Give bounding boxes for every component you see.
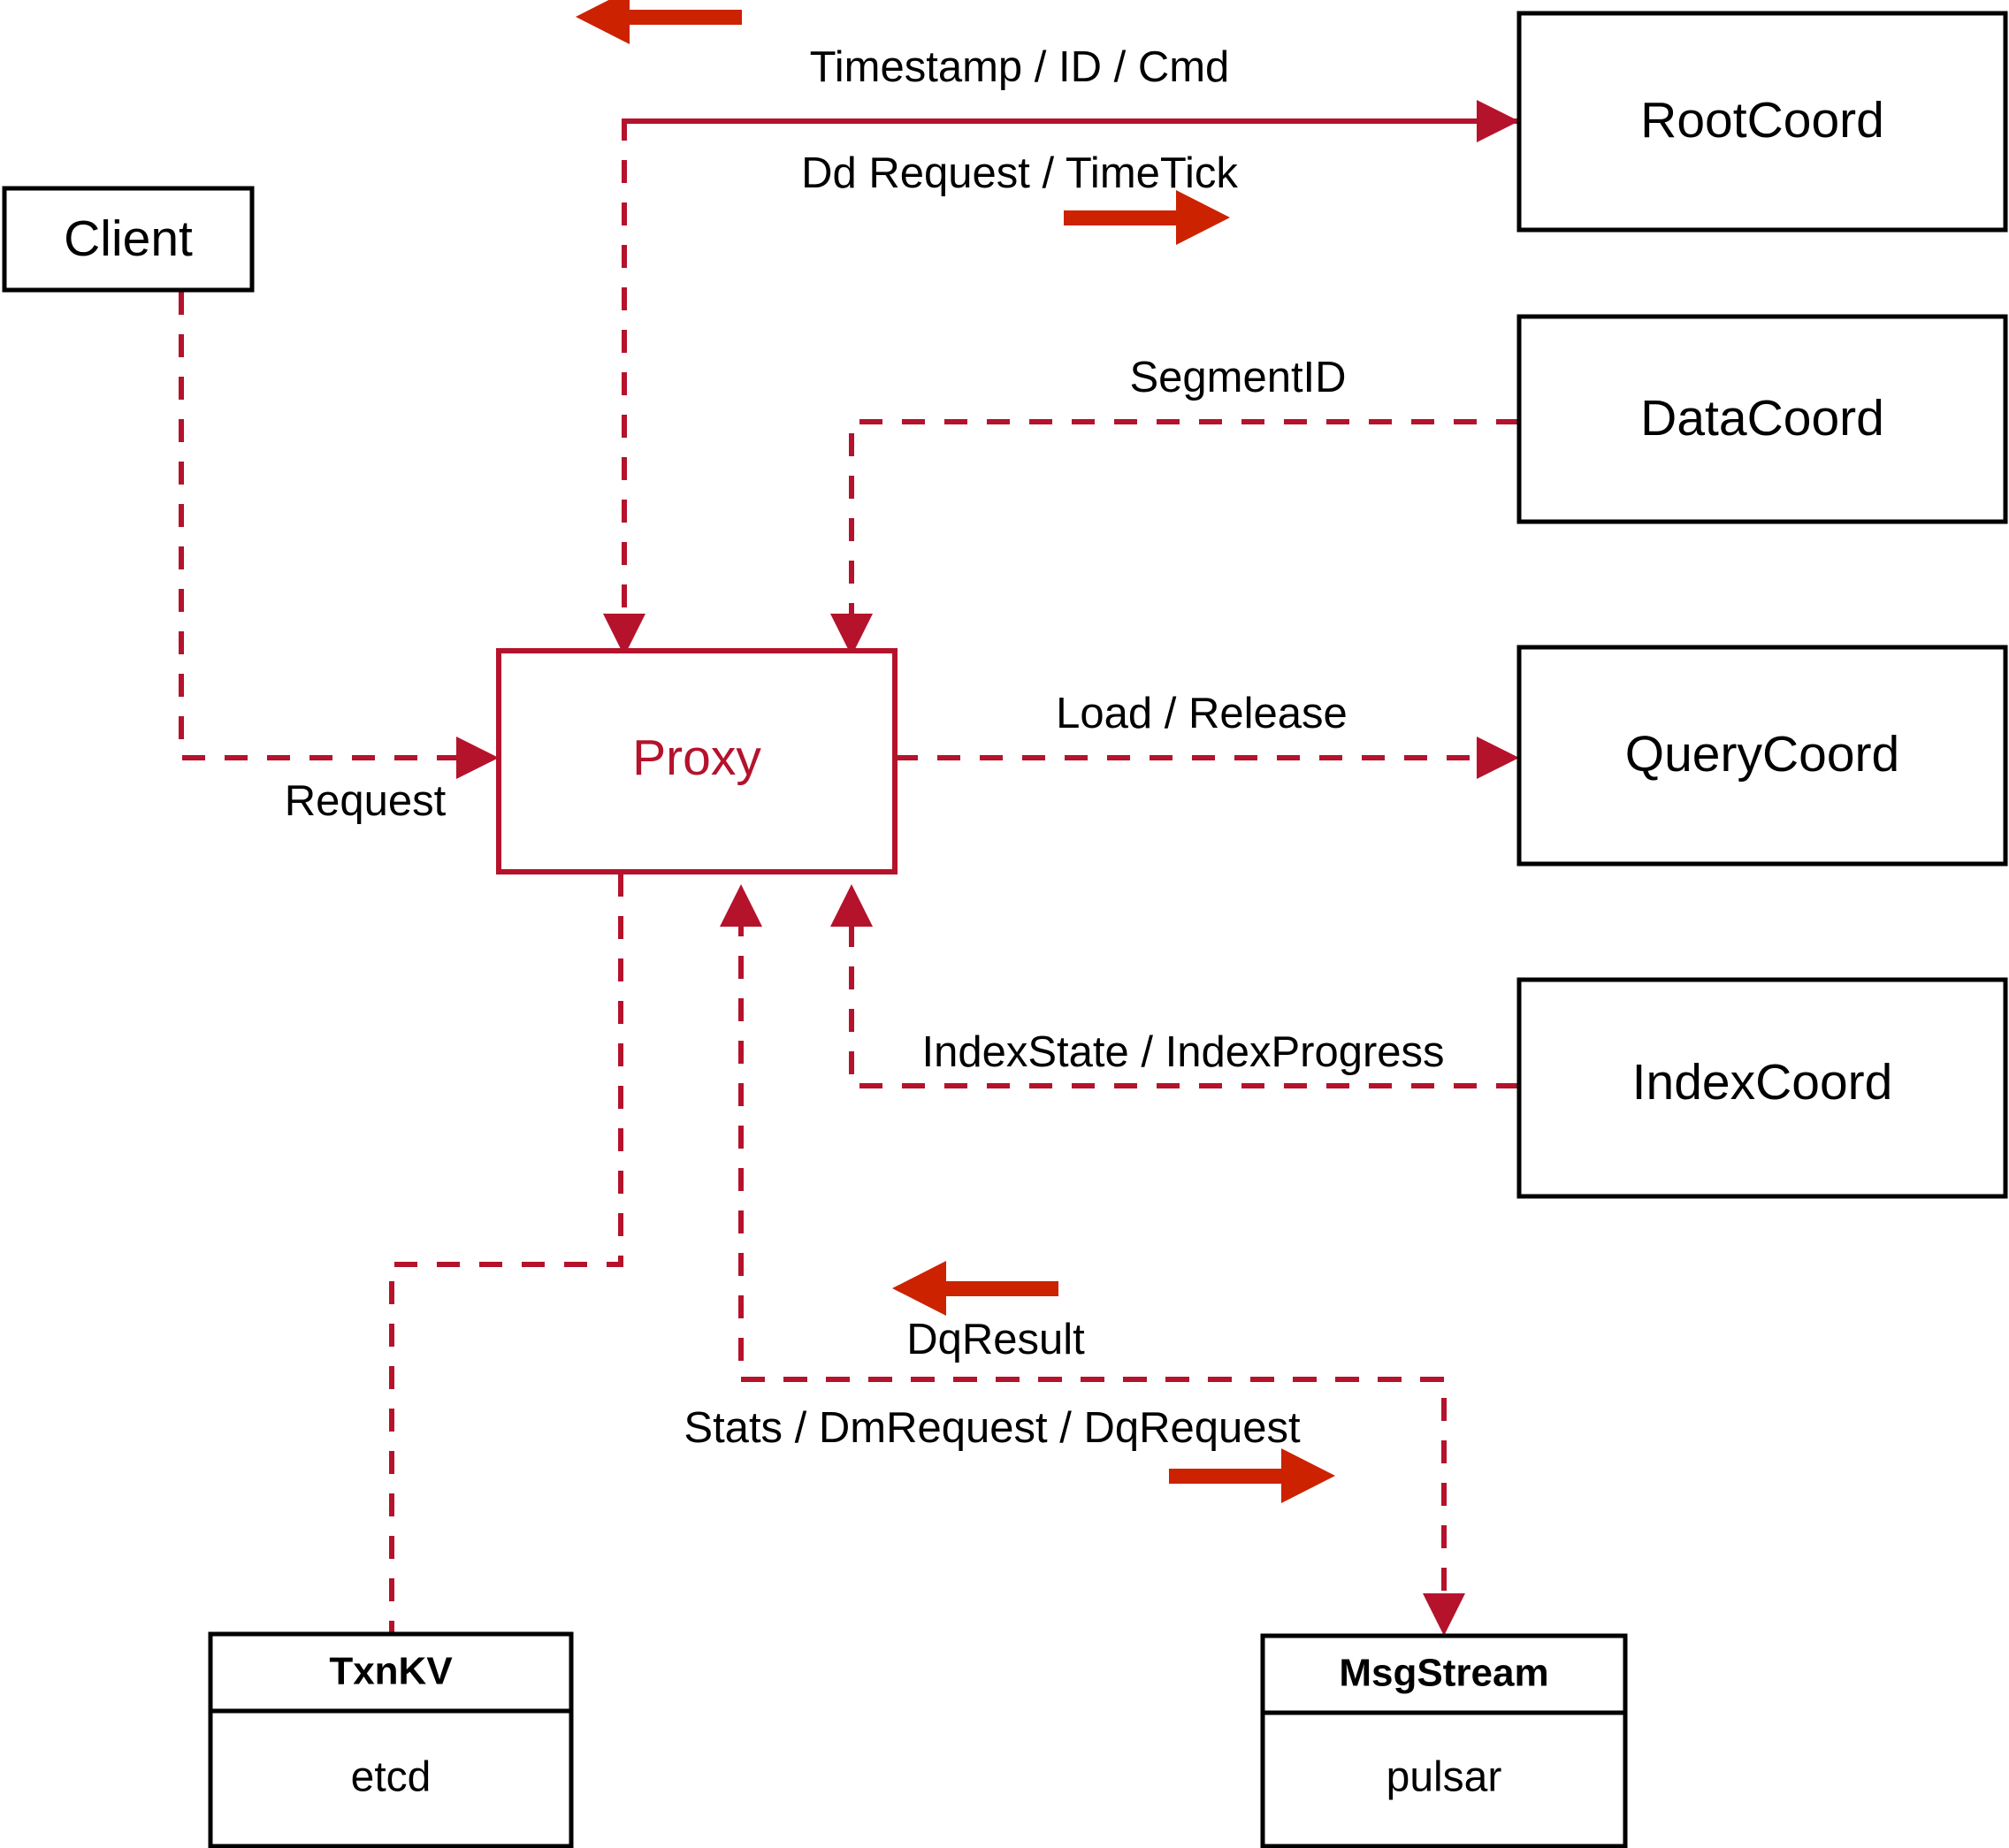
- edge-dd-request-timetick: [624, 100, 1519, 245]
- node-root-coord[interactable]: RootCoord: [1516, 11, 2008, 233]
- node-proxy-label: Proxy: [632, 729, 761, 786]
- node-index-coord-label: IndexCoord: [1632, 1054, 1893, 1111]
- node-query-coord-label: QueryCoord: [1625, 726, 1899, 783]
- node-proxy-box[interactable]: [496, 648, 898, 874]
- node-client-label: Client: [64, 210, 193, 267]
- edge-label-index-state-progress: IndexState / IndexProgress: [921, 1028, 1444, 1076]
- direction-arrow-left-dqresult: [892, 1261, 1058, 1316]
- node-index-coord[interactable]: IndexCoord: [1516, 977, 2008, 1199]
- node-index-coord-box[interactable]: [1516, 977, 2008, 1199]
- node-client[interactable]: Client: [2, 186, 255, 293]
- edge-txnkv-link: [389, 874, 623, 1634]
- node-msgstream[interactable]: MsgStream pulsar: [1260, 1633, 1628, 1848]
- edge-arrowhead-request: [456, 737, 499, 779]
- edge-arrowhead-segment-id: [830, 614, 873, 656]
- node-txnkv-title: TxnKV: [329, 1650, 453, 1693]
- node-query-coord-box[interactable]: [1516, 645, 2008, 867]
- edge-arrowhead-load-release: [1477, 737, 1519, 779]
- edge-load-release: [895, 737, 1519, 779]
- node-query-coord[interactable]: QueryCoord: [1516, 645, 2008, 867]
- node-data-coord-label: DataCoord: [1640, 390, 1884, 447]
- edge-label-timestamp-id-cmd: Timestamp / ID / Cmd: [810, 43, 1230, 91]
- edge-arrowhead-dq-result: [720, 884, 762, 927]
- node-client-box[interactable]: [2, 186, 255, 293]
- edge-line-timestamp-id-cmd: [622, 118, 1519, 635]
- edge-label-dq-result: DqResult: [906, 1316, 1085, 1363]
- node-proxy[interactable]: Proxy: [496, 648, 898, 874]
- node-root-coord-label: RootCoord: [1640, 92, 1884, 149]
- edge-dq-result: [720, 884, 1444, 1382]
- node-data-coord-box[interactable]: [1516, 314, 2008, 524]
- edge-line-txnkv-link: [389, 874, 623, 1634]
- edge-line-segment-id: [849, 419, 1519, 635]
- node-msgstream-title: MsgStream: [1339, 1652, 1548, 1695]
- node-data-coord[interactable]: DataCoord: [1516, 314, 2008, 524]
- edge-arrowhead-timestamp-id-cmd: [603, 614, 645, 656]
- edge-stats-dm-dq-request: [741, 1377, 1465, 1636]
- edge-arrowhead-stats-dm-dq-request: [1423, 1593, 1465, 1636]
- edge-line-request: [179, 292, 477, 760]
- node-txnkv-box[interactable]: [208, 1631, 574, 1848]
- node-txnkv-impl: etcd: [351, 1754, 432, 1801]
- direction-arrow-left-timestamp: [576, 0, 742, 44]
- edge-label-load-release: Load / Release: [1056, 690, 1348, 737]
- direction-arrow-right-stats: [1169, 1448, 1335, 1503]
- edge-segment-id: [830, 419, 1519, 656]
- edge-index-state-progress: [830, 884, 1519, 1088]
- node-msgstream-box[interactable]: [1260, 1633, 1628, 1848]
- edge-request: [179, 292, 499, 779]
- edge-arrowhead-dd-request-timetick: [1477, 100, 1519, 142]
- edge-arrowhead-index-state-progress: [830, 884, 873, 927]
- edge-label-dd-request-timetick: Dd Request / TimeTick: [801, 149, 1238, 197]
- edge-timestamp-id-cmd: [576, 0, 1519, 656]
- direction-arrow-right-ddrequest: [1064, 190, 1230, 245]
- edge-line-stats-dm-dq-request: [741, 1377, 1447, 1615]
- edge-label-segment-id: SegmentID: [1129, 354, 1346, 401]
- edge-line-index-state-progress: [849, 905, 1519, 1088]
- node-txnkv[interactable]: TxnKV etcd: [208, 1631, 574, 1848]
- node-root-coord-box[interactable]: [1516, 11, 2008, 233]
- edge-line-dq-result: [738, 905, 1444, 1382]
- edge-label-request: Request: [285, 777, 447, 825]
- node-msgstream-impl: pulsar: [1386, 1754, 1502, 1801]
- edge-label-stats-dm-dq-request: Stats / DmRequest / DqRequest: [684, 1404, 1301, 1452]
